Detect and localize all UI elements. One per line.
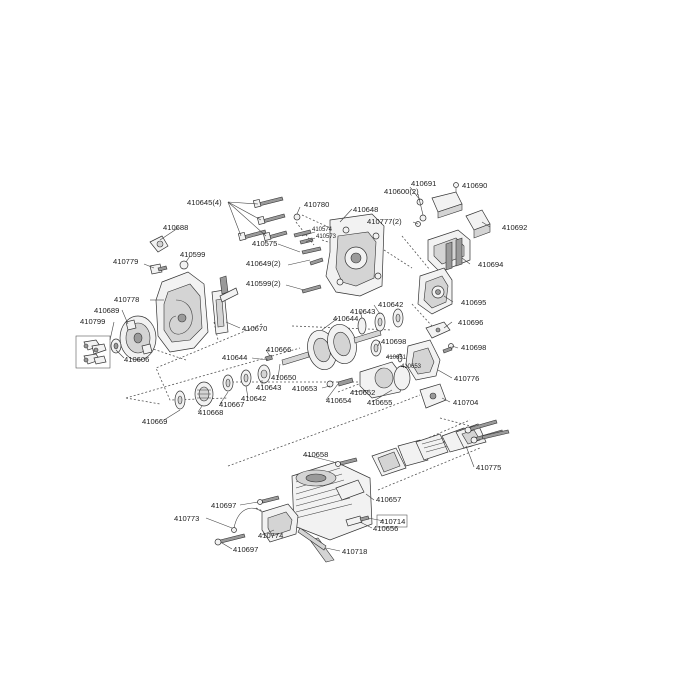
spark-plug-410656 (345, 515, 370, 527)
label-410690: 410690 (462, 181, 487, 190)
ignition-coil-410774 (214, 495, 299, 546)
label-410575: 410575 (252, 239, 277, 248)
label-410718: 410718 (342, 547, 367, 556)
label-410669: 410669 (142, 417, 167, 426)
gasket-410704 (419, 383, 447, 409)
label-410652: 410652 (350, 388, 375, 397)
throttle-rod-410718 (297, 527, 327, 551)
label-410670: 410670 (242, 324, 267, 333)
flywheel-assembly (110, 315, 157, 361)
label-410698a: 410698 (381, 337, 406, 346)
starter-parts (149, 235, 189, 275)
label-410774: 410774 (258, 531, 283, 540)
muffler-410775 (371, 423, 487, 477)
label-410689: 410689 (94, 306, 119, 315)
label-410779: 410779 (113, 257, 138, 266)
muffler-bolts (464, 419, 510, 444)
label-410775: 410775 (476, 463, 501, 472)
label-410658: 410658 (303, 450, 328, 459)
label-410642a: 410642 (378, 300, 403, 309)
label-410692: 410692 (502, 223, 527, 232)
cylinder-410657 (291, 461, 373, 563)
label-410599b: 410599(2) (246, 279, 281, 288)
label-410695: 410695 (461, 298, 486, 307)
bolt-set-410645 (237, 196, 288, 242)
small-screws (293, 213, 324, 294)
label-410643b: 410643 (256, 383, 281, 392)
recoil-housing-410778 (155, 271, 209, 353)
piston-410652 (326, 339, 411, 399)
label-410655: 410655 (367, 398, 392, 407)
label-410696: 410696 (458, 318, 483, 327)
label-410691: 410691 (411, 179, 436, 188)
label-410656: 410656 (373, 524, 398, 533)
crankcase-half-410648 (325, 213, 385, 297)
label-410600: 410600(2) (384, 187, 419, 196)
label-410644a: 410644 (333, 314, 358, 323)
intake-410776 (405, 339, 454, 381)
label-410704: 410704 (453, 398, 478, 407)
label-410648: 410648 (353, 205, 378, 214)
label-410651: 410651 (386, 355, 407, 361)
bracket-410670 (211, 275, 239, 335)
label-410645: 410645(4) (187, 198, 222, 207)
clutch-weights-inset (75, 335, 111, 369)
label-410573: 410573 (316, 234, 337, 240)
label-410780: 410780 (304, 200, 329, 209)
label-410642b: 410642 (241, 394, 266, 403)
label-410714: 410714 (380, 517, 405, 526)
label-410649: 410649(2) (246, 259, 281, 268)
label-410653: 410653 (292, 384, 317, 393)
fuel-tank-assembly (415, 182, 491, 273)
label-410776: 410776 (454, 374, 479, 383)
label-410688: 410688 (163, 223, 188, 232)
label-410657: 410657 (376, 495, 401, 504)
label-410667: 410667 (219, 400, 244, 409)
label-410697a: 410697 (211, 501, 236, 510)
label-box-410714 (376, 514, 408, 528)
label-410666: 410666 (266, 345, 291, 354)
bearing-seal-row-lower (174, 364, 271, 410)
leader-lines (109, 186, 491, 552)
label-410694: 410694 (478, 260, 503, 269)
label-410654: 410654 (326, 396, 351, 405)
label-410599: 410599 (180, 250, 205, 259)
label-410606: 410606 (124, 355, 149, 364)
label-410643a: 410643 (350, 307, 375, 316)
label-410697b: 410697 (233, 545, 258, 554)
label-410778: 410778 (114, 295, 139, 304)
crankshaft-410650 (265, 323, 382, 371)
bearing-seal-row-upper (357, 308, 404, 335)
label-410650: 410650 (271, 373, 296, 382)
label-410644b: 410644 (222, 353, 247, 362)
label-410799: 410799 (80, 317, 105, 326)
label-410668: 410668 (198, 408, 223, 417)
carburetor-410695 (417, 267, 453, 339)
label-410698b: 410698 (461, 343, 486, 352)
label-410773: 410773 (174, 514, 199, 523)
label-410653b: 410653 (401, 364, 422, 370)
label-410574: 410574 (312, 227, 333, 233)
part-labels: 410645(4) 410780 410648 410691 410690 41… (80, 179, 527, 556)
label-410777: 410777(2) (367, 217, 402, 226)
screws-410658 (335, 457, 358, 467)
